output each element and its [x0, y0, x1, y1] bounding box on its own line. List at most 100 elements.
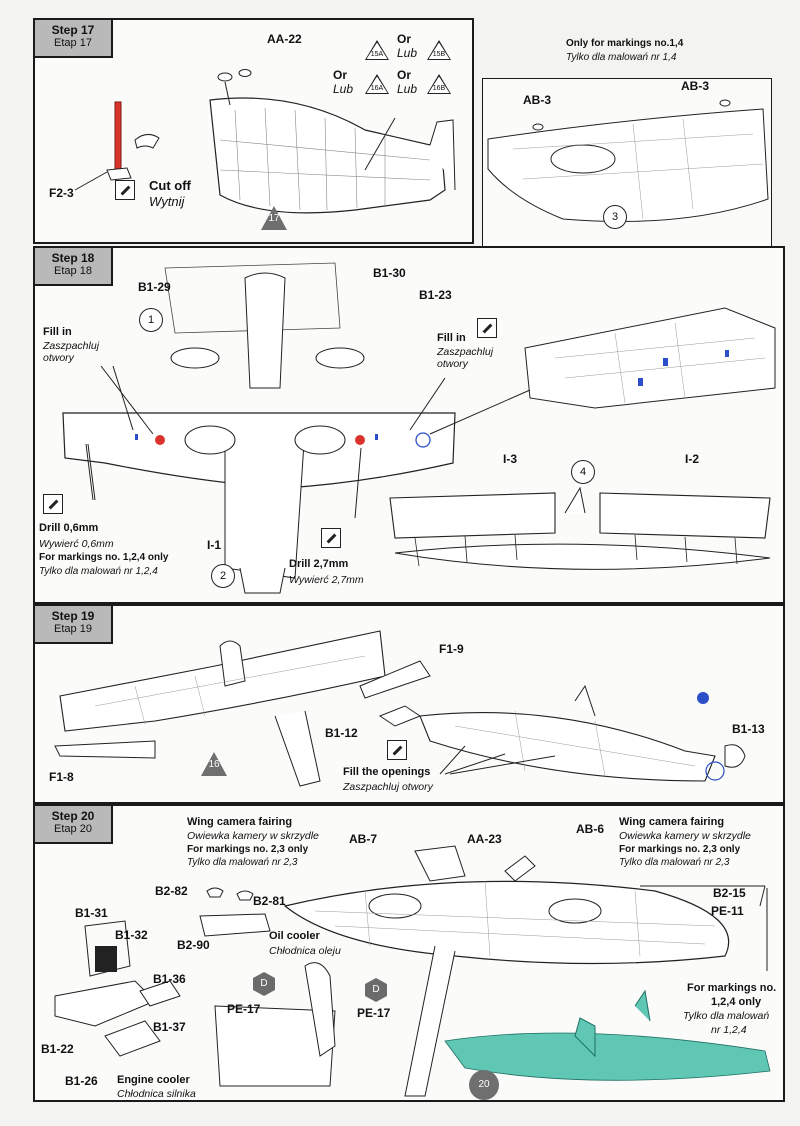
step-17-panel: Step 17 Etap 17 AA-22 F2-3 C	[33, 18, 474, 244]
part-b113-label: B1-13	[732, 722, 765, 736]
part-b123-label: B1-23	[419, 288, 452, 302]
part-pe11-label: PE-11	[711, 904, 744, 918]
photo-etch-d-icon-2: D	[365, 978, 387, 1002]
drill-27-label-pl: Wywierć 2,7mm	[289, 574, 364, 586]
step-19-title-pl: Etap 19	[54, 623, 92, 635]
part-b129-label: B1-29	[138, 280, 171, 294]
fill-left-label-pl1: Zaszpachluj	[43, 340, 100, 352]
camera-fairing-right-note: For markings no. 2,3 only	[619, 844, 741, 855]
part-f19-label: F1-9	[439, 642, 464, 656]
part-ab6-label: AB-6	[576, 822, 605, 836]
oil-cooler-label: Oil cooler	[269, 930, 320, 942]
step-20-panel: Step 20 Etap 20	[33, 804, 785, 1102]
fill-left-label: Fill in	[43, 326, 72, 338]
reference-badge-20: 20	[469, 1070, 499, 1100]
or-label-2: Or	[333, 68, 348, 82]
step-20-title: Step 20	[51, 809, 95, 823]
part-i3-label: I-3	[503, 452, 518, 466]
engine-cooler-label: Engine cooler	[117, 1074, 190, 1086]
step-19-panel: Step 19 Etap 19 F1-9 F1-8 B1	[33, 604, 785, 804]
drill-06-label: Drill 0,6mm	[39, 522, 99, 534]
step-19-title: Step 19	[51, 609, 95, 623]
camera-fairing-left-title-pl: Owiewka kamery w skrzydle	[187, 830, 319, 842]
photo-etch-d-icon-1: D	[253, 972, 275, 996]
part-aa23-label: AA-23	[467, 832, 502, 846]
cut-off-label-pl: Wytnij	[149, 194, 185, 209]
markings-note: For markings no. 1,2,4 only	[39, 552, 169, 563]
part-b282-label: B2-82	[155, 884, 188, 898]
part-b122-label: B1-22	[41, 1042, 74, 1056]
drill-06-label-pl: Wywierć 0,6mm	[39, 538, 114, 550]
markings-note-line3: Tylko dla malowań	[683, 1010, 770, 1022]
step-18-title: Step 18	[51, 251, 95, 265]
part-b281-label: B2-81	[253, 894, 286, 908]
step-18-drawing	[62, 262, 776, 594]
fill-right-label-pl1: Zaszpachluj	[437, 346, 494, 358]
step-18-title-pl: Etap 18	[54, 265, 92, 277]
fill-right-label: Fill in	[437, 332, 466, 344]
cut-off-label: Cut off	[149, 178, 191, 193]
step-19-tab: Step 19 Etap 19	[35, 606, 113, 644]
sub-step-2: 2	[211, 564, 235, 588]
part-b126-label: B1-26	[65, 1074, 98, 1088]
inset-note-pl: Tylko dla malowań nr 1,4	[566, 52, 677, 63]
camera-fairing-left-note: For markings no. 2,3 only	[187, 844, 309, 855]
step-17-tab: Step 17 Etap 17	[35, 20, 113, 58]
part-pe17b-label: PE-17	[357, 1006, 391, 1020]
step-20-title-pl: Etap 20	[54, 823, 92, 835]
inset-wing-drawing	[487, 99, 769, 222]
engine-cooler-label-pl: Chłodnica silnika	[117, 1088, 196, 1100]
or-label-1: Or	[397, 32, 412, 46]
markings-note-line4: nr 1,2,4	[711, 1024, 747, 1036]
camera-fairing-right-title-pl: Owiewka kamery w skrzydle	[619, 830, 751, 842]
part-f18-label: F1-8	[49, 770, 74, 784]
part-ab3-left-label: AB-3	[523, 93, 552, 107]
part-b132-label: B1-32	[115, 928, 148, 942]
cutter-icon	[115, 180, 135, 200]
markings-note-pl: Tylko dla malowań nr 1,2,4	[39, 566, 158, 577]
part-b131-label: B1-31	[75, 906, 108, 920]
part-b136-label: B1-36	[153, 972, 186, 986]
part-aa22-label: AA-22	[267, 32, 302, 46]
part-i1-label: I-1	[207, 538, 222, 552]
camera-fairing-right-note-pl: Tylko dla malowań nr 2,3	[619, 857, 730, 868]
filler-icon-right	[477, 318, 497, 338]
part-b137-label: B1-37	[153, 1020, 186, 1034]
oil-cooler-label-pl: Chłodnica oleju	[269, 945, 341, 957]
part-i2-label: I-2	[685, 452, 700, 466]
markings-note-line2: 1,2,4 only	[711, 996, 762, 1008]
drill-icon-small	[43, 494, 63, 514]
filler-icon	[387, 740, 407, 760]
step-18-panel: Step 18 Etap 18	[33, 246, 785, 604]
or-label-3: Or	[397, 68, 412, 82]
step-17-inset: Only for markings no.1,4 AB-3 AB-3 3	[482, 78, 772, 263]
part-ab3-right-label: AB-3	[681, 79, 710, 93]
step-17-title: Step 17	[51, 23, 95, 37]
step-17-title-pl: Etap 17	[54, 37, 92, 49]
camera-fairing-left-title: Wing camera fairing	[187, 816, 293, 828]
step-20-tab: Step 20 Etap 20	[35, 806, 113, 844]
or-label-3-pl: Lub	[397, 82, 418, 96]
step-19-drawing	[54, 630, 746, 787]
fill-right-label-pl2: otwory	[437, 358, 468, 370]
sub-step-4: 4	[571, 460, 595, 484]
or-label-2-pl: Lub	[333, 82, 354, 96]
part-f23-label: F2-3	[49, 186, 74, 200]
sub-step-1: 1	[139, 308, 163, 332]
part-b130-label: B1-30	[373, 266, 406, 280]
part-pe17a-label: PE-17	[227, 1002, 261, 1016]
part-ab7-label: AB-7	[349, 832, 378, 846]
camera-fairing-right-title: Wing camera fairing	[619, 816, 725, 828]
inset-number-3: 3	[603, 205, 627, 229]
inset-note-en: Only for markings no.1,4	[566, 38, 684, 49]
step-17-drawing	[74, 69, 456, 214]
camera-fairing-left-note-pl: Tylko dla malowań nr 2,3	[187, 857, 298, 868]
drill-icon-large	[321, 528, 341, 548]
fill-left-label-pl2: otwory	[43, 352, 74, 364]
step-20-drawing	[54, 845, 771, 1097]
markings-note-line1: For markings no.	[687, 982, 777, 994]
fill-openings-label-pl: Zaszpachluj otwory	[343, 781, 433, 793]
step-18-tab: Step 18 Etap 18	[35, 248, 113, 286]
drill-27-label: Drill 2,7mm	[289, 558, 349, 570]
